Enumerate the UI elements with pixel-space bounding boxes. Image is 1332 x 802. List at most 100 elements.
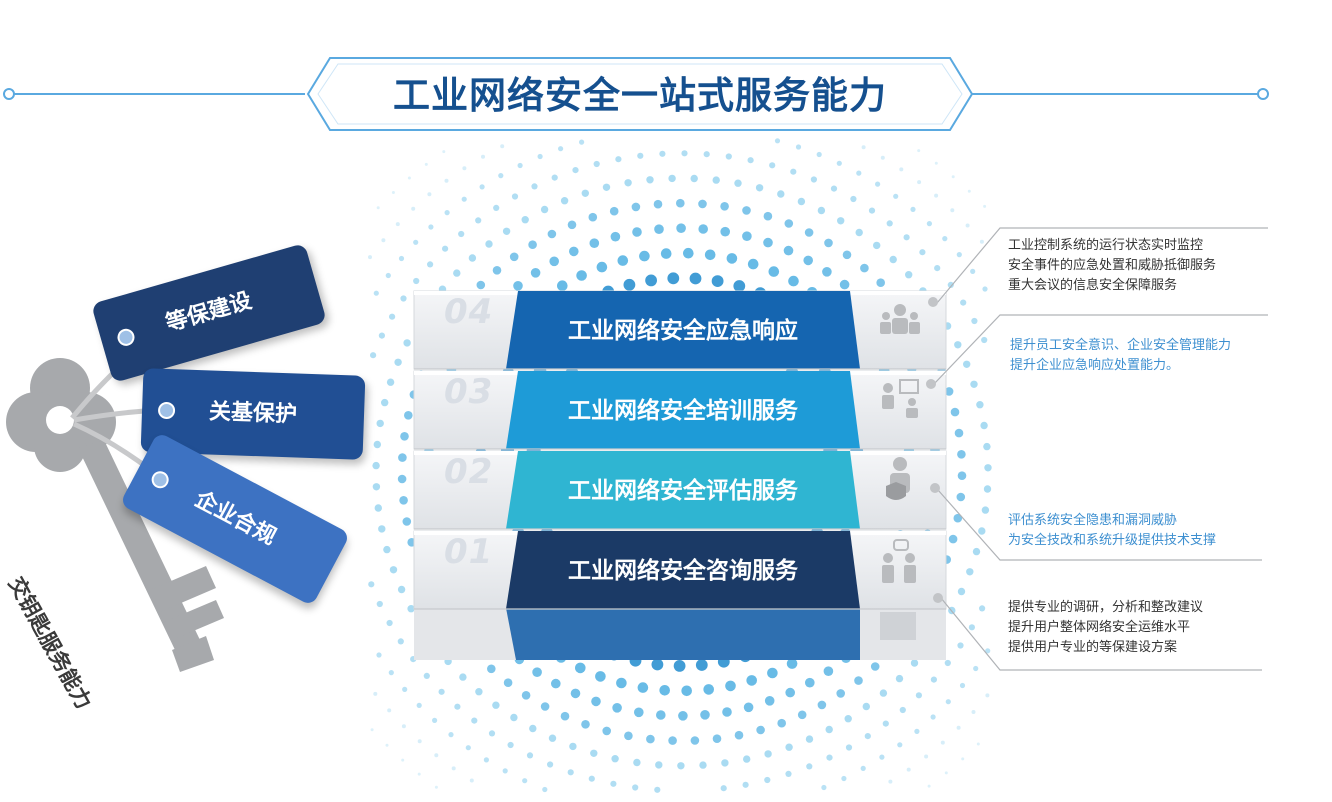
halo-dot xyxy=(513,281,523,291)
halo-dot xyxy=(785,743,793,751)
halo-dot xyxy=(915,692,923,699)
halo-dot xyxy=(864,733,871,740)
halo-dot xyxy=(763,237,773,248)
halo-dot xyxy=(790,168,797,175)
description-line: 安全事件的应急处置和威胁抵御服务 xyxy=(1008,258,1217,273)
stack-base-notch xyxy=(880,612,916,640)
halo-dot xyxy=(860,263,869,273)
halo-dot xyxy=(633,758,641,767)
halo-dot xyxy=(876,278,885,288)
halo-dot xyxy=(398,255,405,262)
halo-dot xyxy=(383,545,391,554)
halo-dot xyxy=(968,624,976,631)
halo-dot xyxy=(609,206,619,216)
halo-dot xyxy=(722,707,732,717)
halo-dot xyxy=(646,734,655,744)
tier-color-band xyxy=(506,371,860,449)
halo-dot xyxy=(407,605,415,613)
halo-dot xyxy=(521,216,529,224)
halo-dot xyxy=(830,185,838,192)
halo-dot xyxy=(976,401,984,409)
halo-dot xyxy=(560,711,570,721)
tier-color-band xyxy=(506,531,860,609)
halo-dot xyxy=(965,223,970,228)
halo-dot xyxy=(401,758,405,762)
halo-dot xyxy=(492,266,502,275)
halo-dot xyxy=(764,776,771,784)
halo-dot xyxy=(602,726,611,736)
halo-dot xyxy=(676,198,685,208)
halo-dot xyxy=(593,160,600,168)
halo-dot xyxy=(548,734,557,742)
halo-dot xyxy=(659,685,670,696)
halo-dot xyxy=(400,432,409,441)
halo-dot xyxy=(982,286,988,292)
page-title: 工业网络安全一站式服务能力 xyxy=(393,74,887,117)
halo-dot xyxy=(673,660,686,672)
halo-dot xyxy=(984,464,992,472)
halo-dot xyxy=(803,255,813,266)
halo-dot xyxy=(654,224,664,234)
halo-dot xyxy=(624,179,632,187)
halo-dot xyxy=(810,176,818,183)
halo-dot xyxy=(575,662,586,674)
halo-dot xyxy=(589,238,600,248)
halo-dot xyxy=(560,197,569,205)
halo-dot xyxy=(394,358,402,366)
halo-dot xyxy=(427,192,432,197)
halo-dot xyxy=(930,676,938,683)
halo-dot xyxy=(417,772,421,776)
halo-dot xyxy=(786,658,798,669)
halo-dot xyxy=(816,151,822,158)
description-line: 为安全技改和系统升级提供技术支撑 xyxy=(1008,533,1217,548)
halo-dot xyxy=(981,336,988,344)
halo-dot xyxy=(689,272,702,285)
halo-dot xyxy=(940,740,945,745)
halo-dot xyxy=(558,146,564,152)
halo-dot xyxy=(886,220,893,227)
halo-dot xyxy=(983,485,992,493)
tier-number: 01 xyxy=(444,532,494,572)
halo-dot xyxy=(517,162,523,169)
halo-dot xyxy=(395,222,400,227)
halo-dot xyxy=(557,280,568,292)
tier-color-band xyxy=(506,451,860,529)
halo-dot xyxy=(784,219,794,228)
halo-dot xyxy=(879,754,885,760)
halo-dot xyxy=(413,277,420,285)
halo-dot xyxy=(967,189,971,193)
halo-dot xyxy=(481,154,485,159)
halo-dot xyxy=(471,717,478,724)
halo-dot xyxy=(985,648,991,654)
halo-dot xyxy=(764,696,775,706)
halo-dot xyxy=(956,725,961,730)
halo-dot xyxy=(391,191,395,194)
halo-dot xyxy=(381,238,386,243)
halo-dot xyxy=(822,267,832,277)
halo-dot xyxy=(442,245,449,252)
halo-dot xyxy=(645,274,657,287)
halo-dot xyxy=(572,167,579,174)
halo-dot xyxy=(768,266,780,277)
description-line: 提升员工安全意识、企业安全管理能力 xyxy=(1010,338,1232,353)
halo-dot xyxy=(712,734,722,743)
halo-dot xyxy=(660,248,672,259)
halo-dot xyxy=(373,290,379,296)
halo-dot xyxy=(942,236,948,242)
halo-dot xyxy=(889,255,897,264)
tier-number: 02 xyxy=(444,452,494,492)
halo-dot xyxy=(442,150,446,154)
description-assessment: 评估系统安全隐患和漏洞威胁 为安全技改和系统升级提供技术支撑 xyxy=(1008,511,1216,551)
presentation-training-icon xyxy=(882,379,919,418)
halo-dot xyxy=(767,667,778,679)
halo-dot xyxy=(623,278,636,291)
halo-dot xyxy=(591,696,601,707)
halo-dot xyxy=(611,755,619,763)
halo-dot xyxy=(475,217,482,224)
halo-dot xyxy=(402,686,408,693)
halo-dot xyxy=(376,419,384,428)
halo-dot xyxy=(976,742,980,746)
halo-dot xyxy=(522,778,528,784)
halo-dot xyxy=(870,662,880,671)
halo-dot xyxy=(567,220,577,230)
